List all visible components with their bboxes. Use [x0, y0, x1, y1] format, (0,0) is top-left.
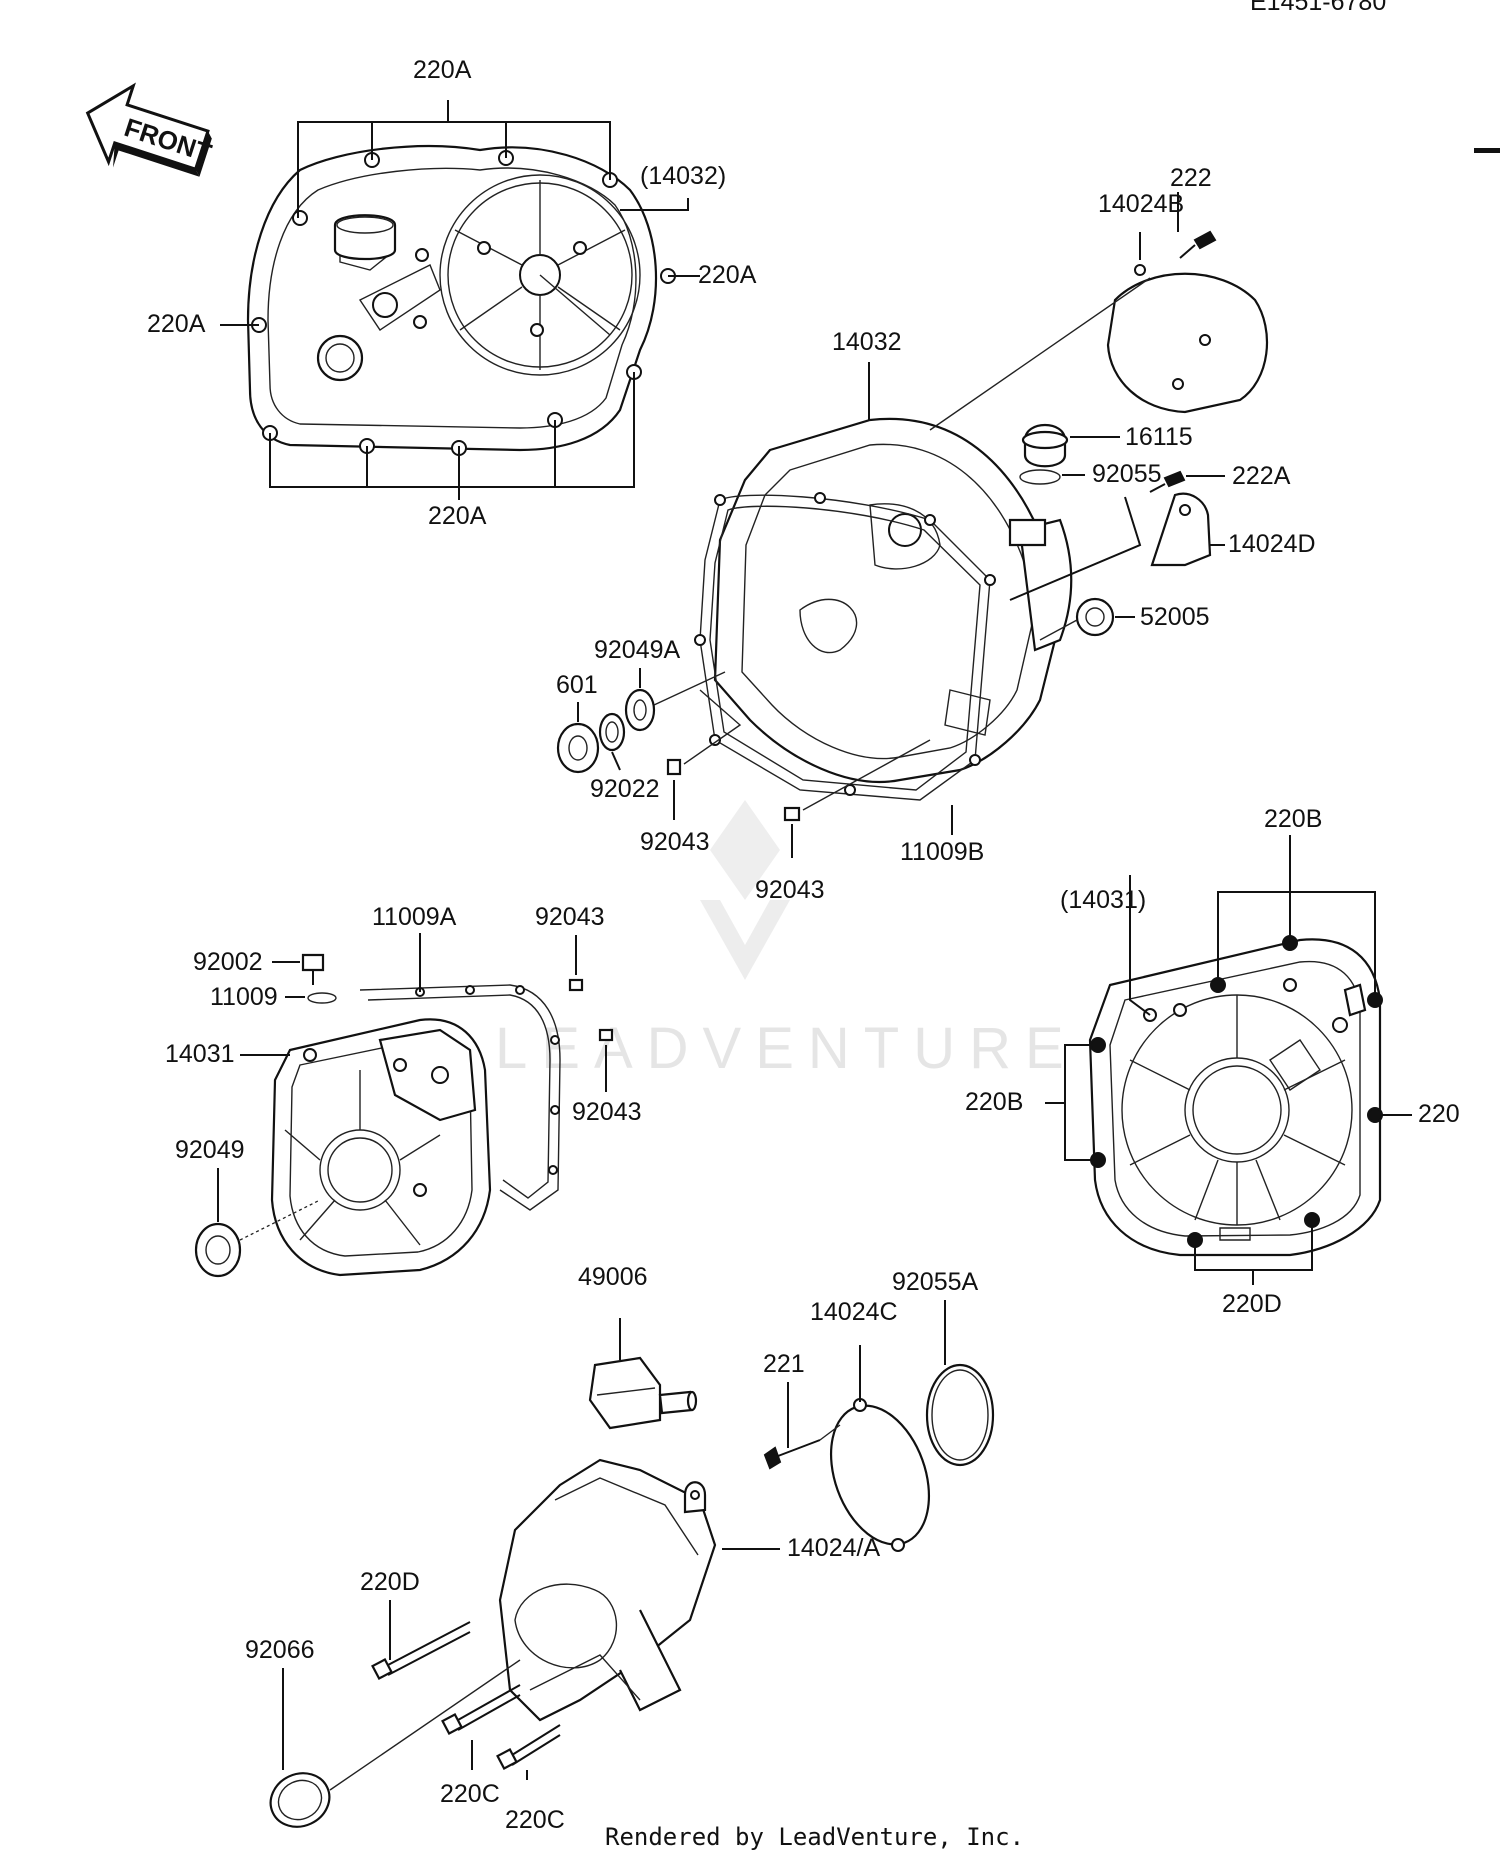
generator-cover-14031: [270, 984, 561, 1277]
callout-92049: 92049: [175, 1136, 245, 1164]
bolt-220d: [371, 1600, 471, 1680]
cover-plate-14024b: [929, 264, 1269, 431]
callout-52005: 52005: [1140, 603, 1210, 631]
oil-cap-16115: [1021, 424, 1120, 468]
clutch-cover-outline: [246, 144, 676, 456]
callout-11009a: 11009A: [372, 903, 457, 931]
watermark-text: LEADVENTURE: [495, 1016, 1078, 1081]
cover-14024c: [829, 1345, 931, 1552]
callout-92043: 92043: [640, 828, 710, 856]
callout-220b: 220B: [965, 1088, 1023, 1116]
bolt-221: [763, 1382, 841, 1470]
callout-220a: 220A: [698, 261, 757, 289]
callout-16115: 16115: [1125, 423, 1193, 451]
edge-mark: [1474, 148, 1500, 153]
bolt-222: [1179, 230, 1217, 259]
callout-92055a: 92055A: [892, 1268, 979, 1296]
drain-plug-92002: [272, 953, 325, 985]
sprocket-cover-14024a: [498, 1458, 780, 1722]
callout-14032: 14032: [832, 328, 902, 356]
callout-220a-top-lines: [220, 100, 700, 500]
callout-220a: 220A: [413, 56, 472, 84]
callout-92022: 92022: [590, 775, 660, 803]
callout-14032-ref: (14032): [640, 162, 726, 190]
callout-220a: 220A: [428, 502, 487, 530]
callout-220d: 220D: [360, 1568, 420, 1596]
callout-14031-ref: (14031): [1060, 886, 1146, 914]
spacer-92022: [598, 712, 626, 771]
callout-14024a: 14024/A: [787, 1534, 880, 1562]
callout-220: 220: [1418, 1100, 1460, 1128]
callout-220d: 220D: [1222, 1290, 1282, 1318]
callout-14031: 14031: [165, 1040, 235, 1068]
callout-220c: 220C: [440, 1780, 500, 1808]
callout-14024d: 14024D: [1228, 530, 1316, 558]
callout-220c: 220C: [505, 1806, 565, 1834]
footer-credit: Rendered by LeadVenture, Inc.: [605, 1823, 1024, 1851]
bearing-601: [556, 702, 600, 774]
watermark: LEADVENTURE: [495, 800, 1078, 1081]
callout-222a: 222A: [1232, 462, 1291, 490]
callout-11009b: 11009B: [900, 838, 984, 866]
callout-11009: 11009: [210, 983, 278, 1011]
callout-14024b: 14024B: [1098, 190, 1184, 218]
o-ring-92055: [1008, 469, 1085, 547]
callout-220b: 220B: [1264, 805, 1322, 833]
callout-220b-lines: [1045, 835, 1412, 1285]
callout-221: 221: [763, 1350, 805, 1378]
cap-49006: [588, 1318, 698, 1430]
callout-14024c: 14024C: [810, 1298, 898, 1326]
seal-92049: [194, 1168, 321, 1278]
dowel-92043: [568, 935, 614, 1092]
callout-92043: 92043: [755, 876, 825, 904]
washer-11009: [285, 992, 337, 1004]
bracket-14024d: [1009, 492, 1225, 601]
bolt-220c: [441, 1684, 561, 1780]
seal-52005: [1039, 597, 1135, 641]
callout-220a: 220A: [147, 310, 206, 338]
diagram-id: E1451-6780: [1250, 0, 1386, 16]
callout-49006: 49006: [578, 1263, 648, 1291]
callout-92002: 92002: [193, 948, 263, 976]
bearing-92049a: [624, 668, 726, 732]
callout-92049a: 92049A: [594, 636, 681, 664]
callout-92043: 92043: [535, 903, 605, 931]
callout-601: 601: [556, 671, 598, 699]
callout-222: 222: [1170, 164, 1212, 192]
callout-92055: 92055: [1092, 460, 1162, 488]
front-arrow-icon: FRONT: [85, 82, 215, 177]
callout-92066: 92066: [245, 1636, 315, 1664]
generator-cover-outline: [1088, 935, 1383, 1257]
plug-92066: [269, 1659, 521, 1828]
bolt-222a: [1149, 470, 1225, 493]
o-ring-92055a: [925, 1300, 995, 1467]
clutch-cover-14032: [694, 417, 1073, 801]
callout-92043: 92043: [572, 1098, 642, 1126]
dowel-92043: [666, 689, 931, 858]
